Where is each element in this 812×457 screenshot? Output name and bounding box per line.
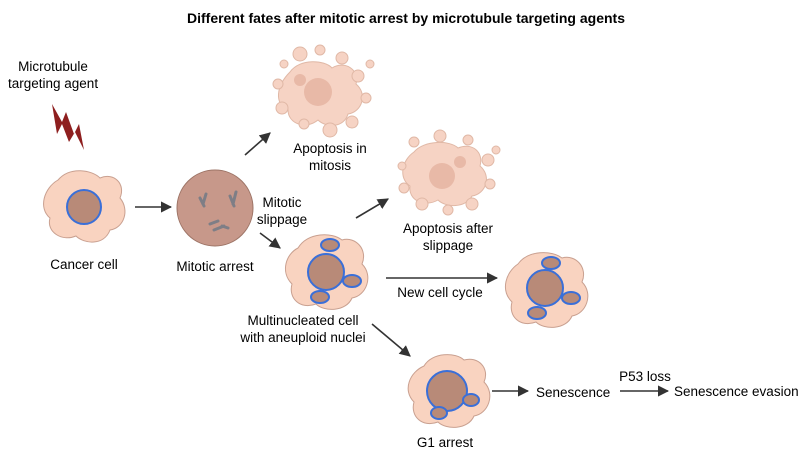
senescence-evasion-label: Senescence evasion bbox=[674, 384, 799, 399]
apoptosis-slippage-label: Apoptosis after slippage bbox=[388, 220, 508, 254]
mitotic-slippage-line1: Mitotic bbox=[262, 195, 302, 210]
multinucleated-line2: with aneuploid nuclei bbox=[240, 330, 366, 345]
apoptosis-mitosis-line2: mitosis bbox=[308, 158, 351, 173]
g1-arrest-label: G1 arrest bbox=[416, 435, 474, 450]
multinucleated-label: Multinucleated cell with aneuploid nucle… bbox=[228, 312, 378, 346]
arrow-to-apoptosis-slippage bbox=[355, 198, 389, 219]
mitotic-slippage-label: Mitotic slippage bbox=[247, 194, 317, 228]
multinucleated-cell-graphic bbox=[284, 234, 369, 310]
cancer-cell-graphic bbox=[43, 170, 126, 243]
apoptosis-slippage-line1: Apoptosis after bbox=[402, 221, 494, 236]
new-cycle-cell-graphic bbox=[504, 252, 589, 328]
apoptosis-mitosis-graphic bbox=[272, 44, 375, 138]
new-cell-cycle-label: New cell cycle bbox=[397, 285, 483, 300]
apoptosis-slippage-graphic bbox=[397, 129, 501, 216]
lightning-icon bbox=[52, 104, 84, 150]
apoptosis-mitosis-line1: Apoptosis in bbox=[293, 141, 367, 156]
diagram-title: Different fates after mitotic arrest by … bbox=[187, 10, 625, 26]
g1-arrest-cell-graphic bbox=[407, 354, 491, 428]
agent-label-line2: targeting agent bbox=[8, 76, 99, 91]
mitotic-slippage-line2: slippage bbox=[256, 212, 308, 227]
apoptosis-mitosis-label: Apoptosis in mitosis bbox=[275, 140, 385, 174]
mitotic-arrest-graphic bbox=[176, 169, 254, 247]
arrow-to-g1-arrest bbox=[371, 323, 411, 357]
apoptosis-slippage-line2: slippage bbox=[422, 238, 474, 253]
cancer-cell-label: Cancer cell bbox=[50, 257, 118, 272]
mitotic-arrest-label: Mitotic arrest bbox=[176, 259, 254, 274]
arrow-to-multinucleated bbox=[259, 232, 281, 249]
senescence-label: Senescence bbox=[536, 385, 611, 400]
arrow-to-apoptosis-mitosis bbox=[244, 132, 271, 156]
agent-label: Microtubule targeting agent bbox=[8, 58, 98, 92]
multinucleated-line1: Multinucleated cell bbox=[247, 313, 359, 328]
p53-loss-label: P53 loss bbox=[619, 369, 671, 384]
agent-label-line1: Microtubule bbox=[18, 59, 88, 74]
